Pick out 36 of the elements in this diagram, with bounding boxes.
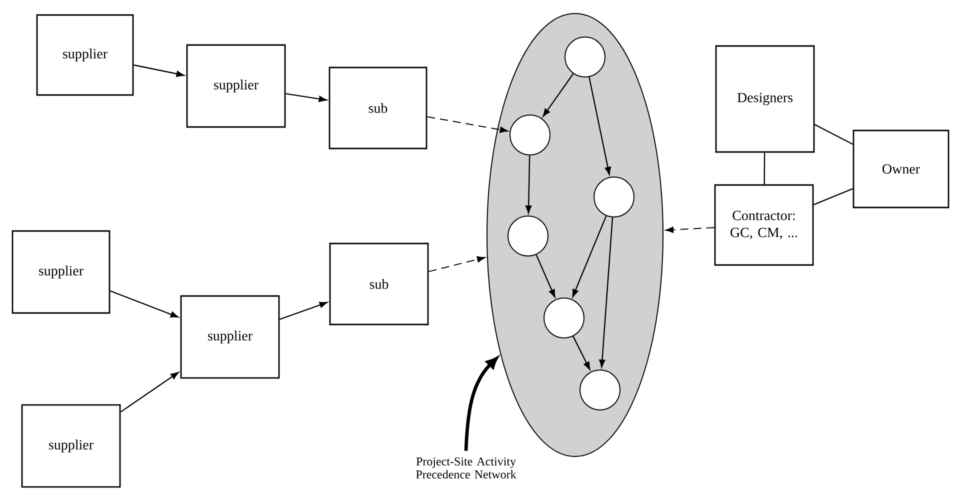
connector-line	[813, 188, 854, 206]
arrow	[536, 254, 556, 298]
activity-circle	[564, 36, 606, 78]
arrow	[426, 116, 508, 133]
entity-box: supplier	[36, 14, 134, 96]
arrow	[572, 216, 607, 298]
arrow	[572, 336, 590, 370]
arrow	[110, 290, 178, 318]
arrow	[526, 155, 532, 214]
entity-box: supplier	[186, 44, 286, 128]
entity-box: Owner	[852, 130, 950, 208]
arrow	[665, 226, 715, 233]
arrow	[428, 256, 486, 272]
activity-circle	[510, 114, 550, 156]
arrow	[286, 93, 327, 102]
arrow	[599, 217, 614, 368]
leader-line	[464, 357, 498, 451]
entity-box: supplier	[21, 404, 121, 488]
connector-line	[814, 124, 854, 145]
entity-box: Designers	[715, 45, 815, 153]
connector-line	[764, 152, 766, 184]
arrow	[588, 76, 611, 175]
entity-box: sub	[329, 242, 429, 326]
arrow	[542, 73, 574, 117]
entity-box: supplier	[12, 230, 110, 314]
arrow	[134, 64, 184, 77]
activity-circle	[580, 370, 620, 410]
entity-box: supplier	[180, 295, 280, 379]
caption-text: Project-Site Activity Precedence Network	[416, 457, 516, 478]
arrow	[120, 372, 179, 412]
activity-circle	[594, 176, 634, 218]
activity-circle	[544, 297, 584, 338]
activity-circle	[508, 216, 548, 256]
entity-box: Contractor: GC, CM, ...	[714, 184, 814, 266]
arrow	[280, 302, 328, 320]
entity-box: sub	[328, 66, 428, 150]
